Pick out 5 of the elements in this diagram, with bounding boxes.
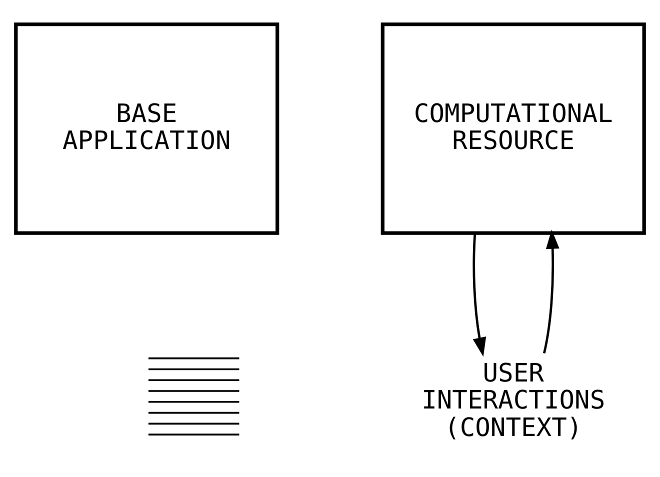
arrow bbox=[543, 230, 560, 354]
node-text: USER INTERACTIONS (CONTEXT) bbox=[422, 357, 606, 442]
node-box: COMPUTATIONAL RESOURCE bbox=[380, 22, 646, 235]
node-box: BASE APPLICATION bbox=[14, 22, 280, 235]
arrow bbox=[472, 233, 486, 357]
